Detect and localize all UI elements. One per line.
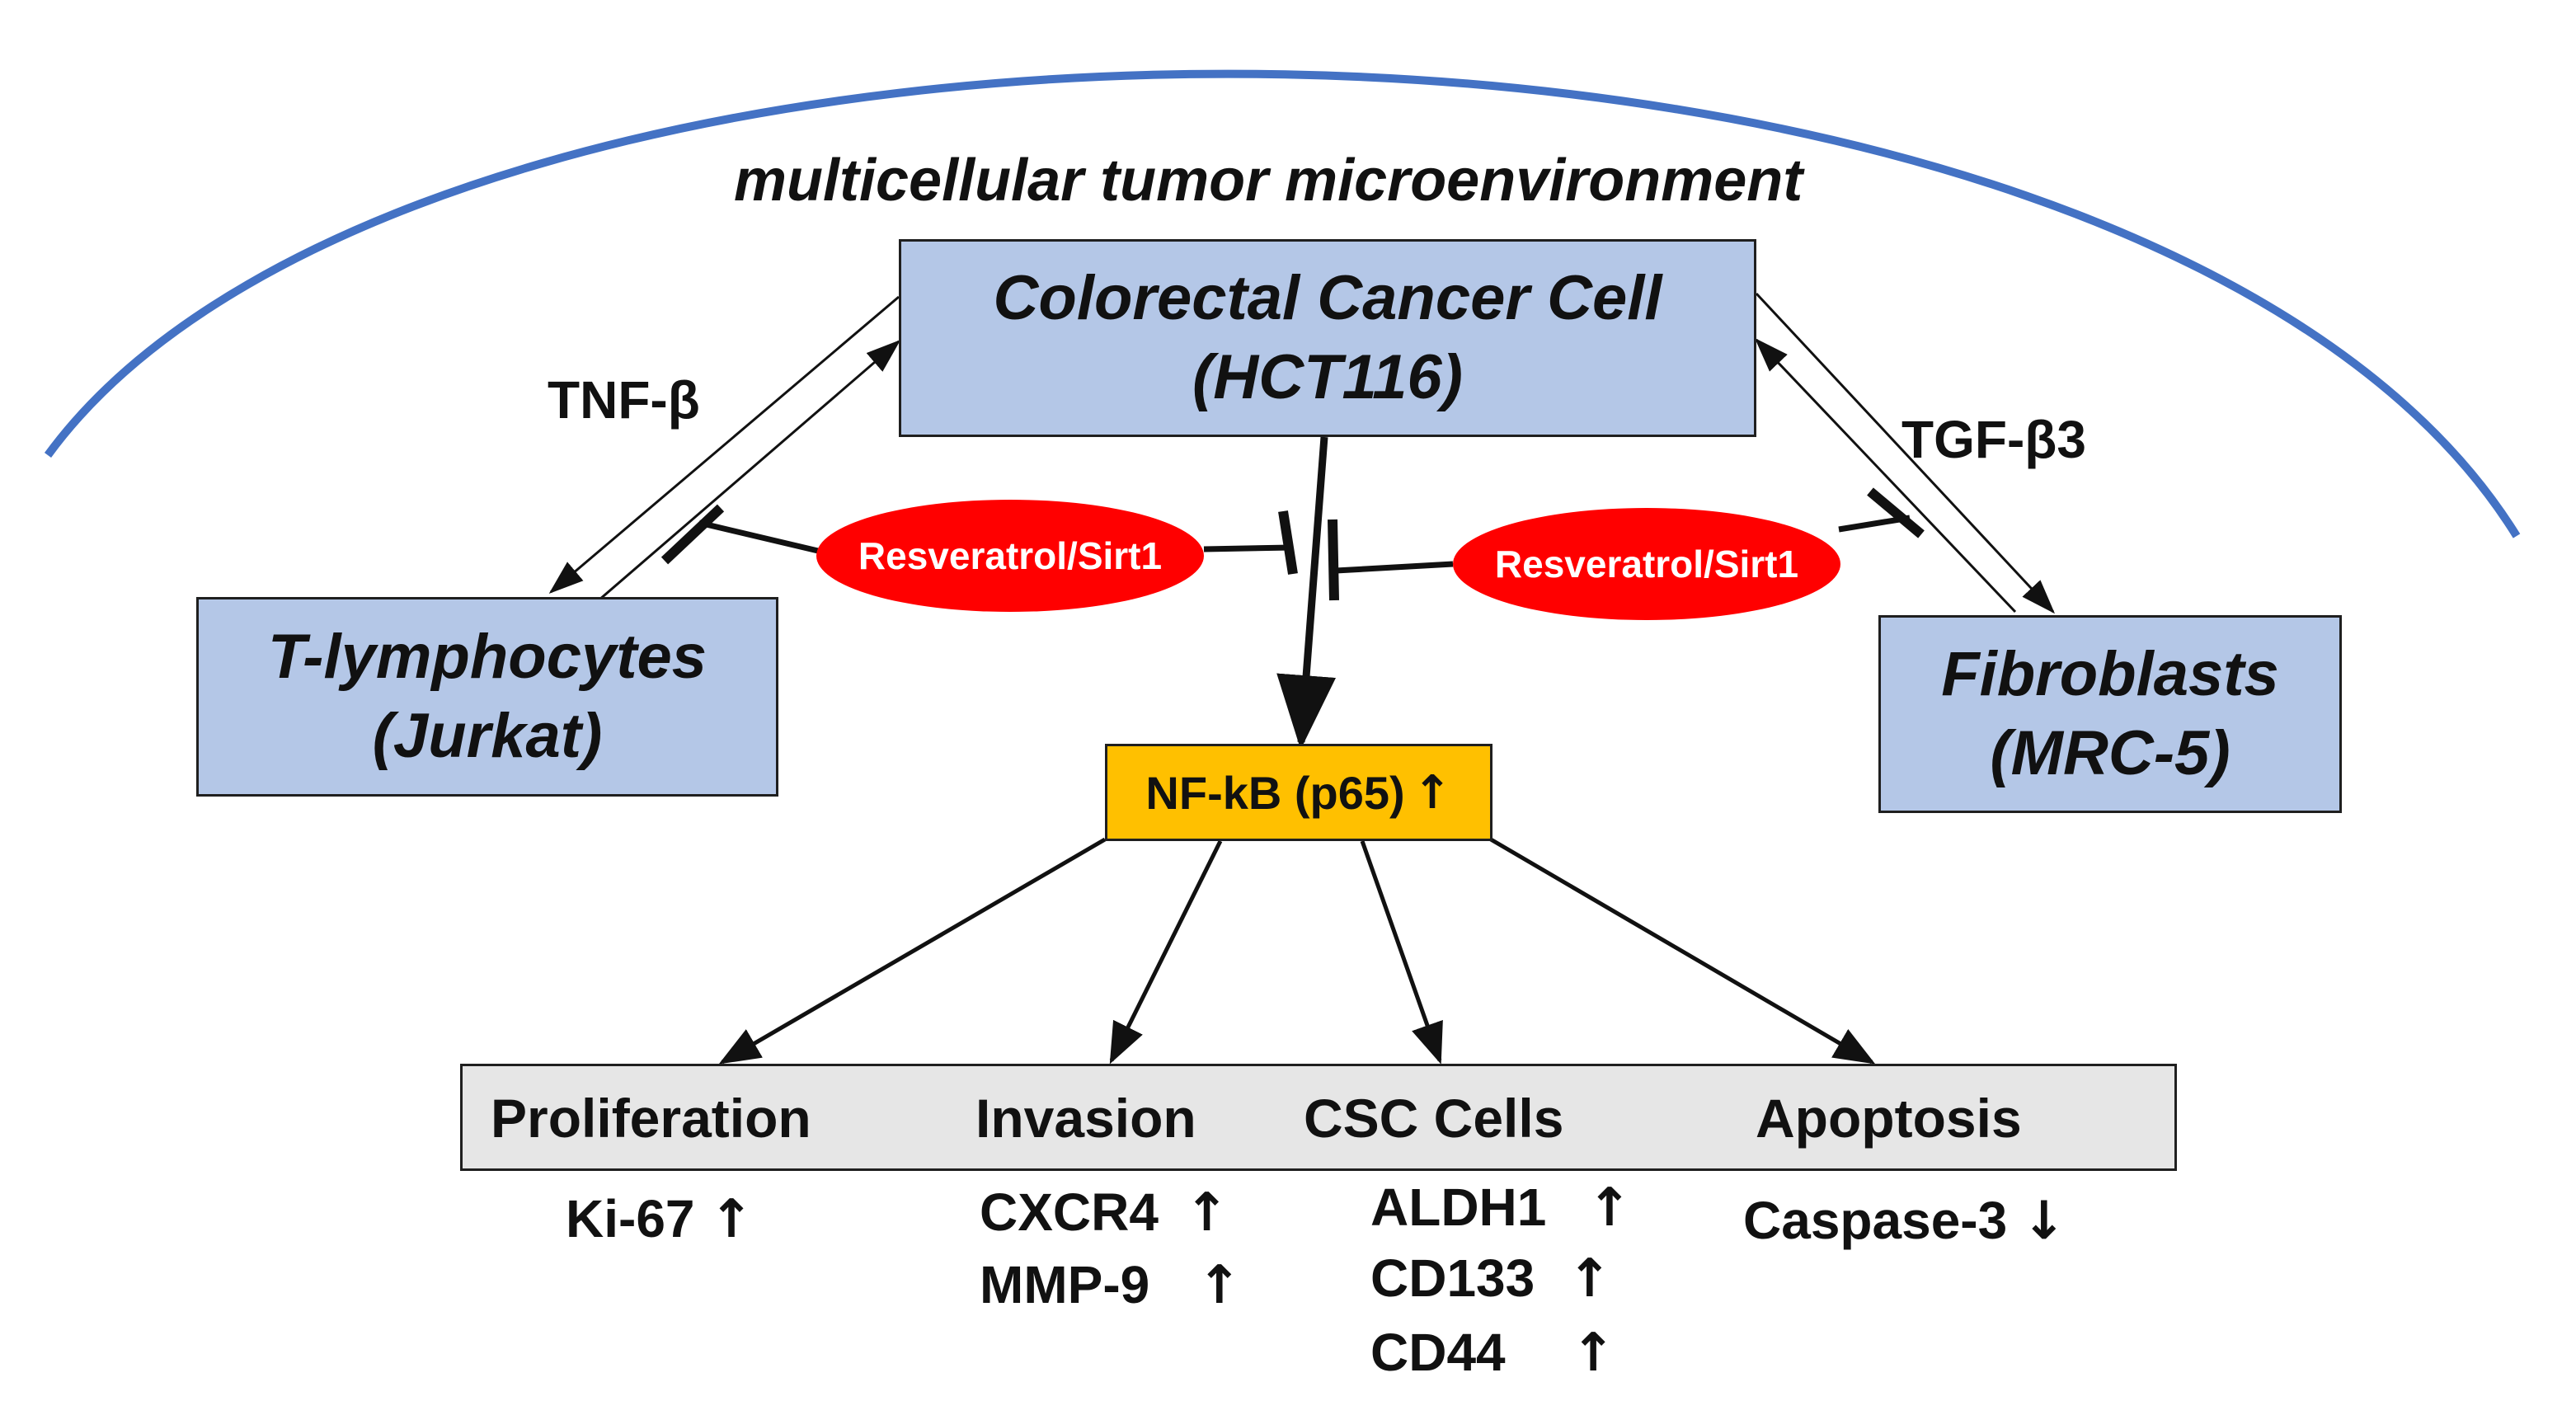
marker-aldh1: ALDH1 ↑ xyxy=(1370,1178,1632,1238)
diagram-title: multicellular tumor microenvironment xyxy=(734,148,1803,214)
outcome-proliferation: Proliferation xyxy=(491,1088,811,1149)
fibroblasts-box: Fibroblasts (MRC-5) xyxy=(1878,615,2342,813)
marker-cxcr4: CXCR4 ↑ xyxy=(980,1182,1229,1243)
inhibit-bar-main-right xyxy=(1328,519,1339,601)
colorectal-cell-name: Colorectal Cancer Cell xyxy=(993,263,1662,333)
marker-mmp9-name: MMP-9 xyxy=(980,1255,1150,1314)
arrow-nfkb-to-csc xyxy=(1360,840,1443,1065)
marker-ki67: Ki-67 ↑ xyxy=(566,1189,754,1249)
outcome-invasion: Invasion xyxy=(975,1088,1196,1149)
inhibit-bar-main-left xyxy=(1278,510,1298,575)
tnf-beta-label: TNF-β xyxy=(548,370,700,430)
marker-cd133-arrow-icon: ↑ xyxy=(1568,1248,1612,1309)
fibroblasts-line: (MRC-5) xyxy=(1990,718,2230,788)
resveratrol-sirt1-right-label: Resveratrol/Sirt1 xyxy=(1494,543,1799,585)
tgf-beta3-label: TGF-β3 xyxy=(1901,410,2086,469)
nf-kb-box: NF-kB (p65) ↑ xyxy=(1105,744,1492,841)
arrow-nfkb-to-proliferation xyxy=(718,837,1107,1065)
marker-cd44-name: CD44 xyxy=(1370,1323,1506,1382)
marker-mmp9: MMP-9 ↑ xyxy=(980,1255,1242,1315)
marker-aldh1-name: ALDH1 xyxy=(1370,1178,1547,1237)
marker-caspase3: Caspase-3 ↓ xyxy=(1743,1191,2066,1251)
inhibit-bar-tgf xyxy=(1867,487,1925,538)
arrow-ccc-to-fibro xyxy=(1755,292,2056,614)
marker-cd133: CD133 ↑ xyxy=(1370,1248,1612,1309)
outcomes-bar: Proliferation Invasion CSC Cells Apoptos… xyxy=(460,1064,2177,1171)
marker-aldh1-arrow-icon: ↑ xyxy=(1587,1178,1632,1239)
marker-cxcr4-arrow-icon: ↑ xyxy=(1184,1182,1229,1243)
fibroblasts-name: Fibroblasts xyxy=(1941,639,2279,709)
arrow-ccc-to-tlymph xyxy=(548,295,900,594)
inhibit-line-main-right xyxy=(1335,561,1454,574)
arrow-fibro-to-ccc xyxy=(1754,337,2017,613)
marker-ki67-arrow-icon: ↑ xyxy=(709,1189,754,1250)
marker-cd44: CD44 ↑ xyxy=(1370,1323,1615,1383)
marker-cd133-name: CD133 xyxy=(1370,1248,1535,1308)
arrow-nfkb-to-invasion xyxy=(1109,839,1223,1065)
inhibit-line-main-left xyxy=(1203,544,1292,552)
t-lymphocytes-name: T-lymphocytes xyxy=(267,622,707,692)
t-lymphocytes-line: (Jurkat) xyxy=(372,701,603,771)
marker-caspase3-arrow-icon: ↓ xyxy=(2021,1191,2066,1252)
arrow-ccc-to-nfkb xyxy=(1276,436,1337,750)
marker-ki67-name: Ki-67 xyxy=(566,1189,695,1248)
inhibit-line-tnf xyxy=(698,519,819,554)
nf-kb-up-arrow-icon: ↑ xyxy=(1413,765,1452,820)
resveratrol-sirt1-left-label: Resveratrol/Sirt1 xyxy=(858,534,1163,577)
marker-caspase3-name: Caspase-3 xyxy=(1743,1191,2008,1250)
nf-kb-label: NF-kB (p65) xyxy=(1145,766,1405,819)
outcome-apoptosis: Apoptosis xyxy=(1756,1088,2022,1149)
inhibit-bar-tnf xyxy=(660,504,725,565)
marker-mmp9-arrow-icon: ↑ xyxy=(1197,1255,1242,1316)
marker-cd44-arrow-icon: ↑ xyxy=(1571,1323,1616,1384)
microenvironment-arc xyxy=(44,69,2521,538)
resveratrol-sirt1-right: Resveratrol/Sirt1 xyxy=(1453,508,1840,620)
colorectal-cancer-cell-box: Colorectal Cancer Cell (HCT116) xyxy=(899,239,1756,437)
arrow-nfkb-to-apoptosis xyxy=(1489,837,1876,1065)
t-lymphocytes-box: T-lymphocytes (Jurkat) xyxy=(196,597,778,797)
outcome-csc-cells: CSC Cells xyxy=(1304,1088,1564,1149)
colorectal-cell-line: (HCT116) xyxy=(1192,342,1463,412)
arrow-tlymph-to-ccc xyxy=(586,340,901,612)
resveratrol-sirt1-left: Resveratrol/Sirt1 xyxy=(816,500,1204,612)
marker-cxcr4-name: CXCR4 xyxy=(980,1182,1159,1242)
